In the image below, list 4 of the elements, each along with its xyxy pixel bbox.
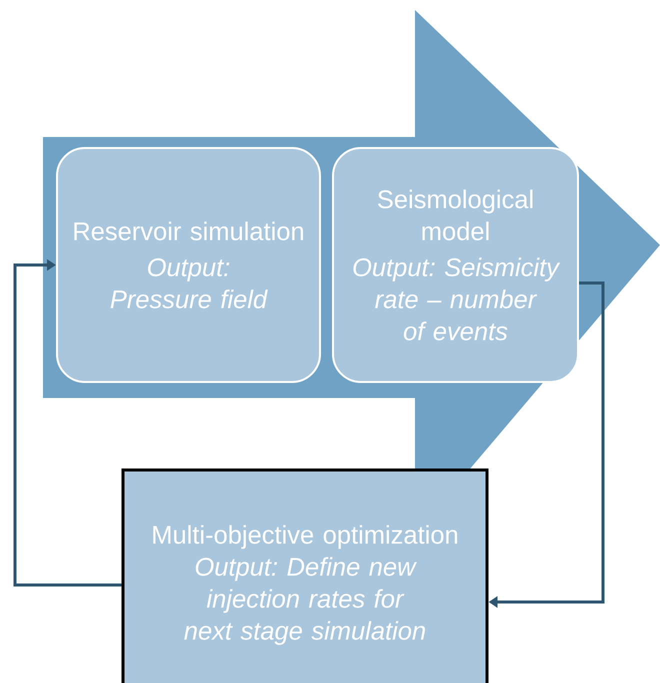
process-box: Seismological model Output: Seismicity rate – number of events <box>332 147 579 383</box>
arrow <box>14 259 122 586</box>
process-box: Reservoir simulation Output: Pressure field <box>56 147 321 383</box>
process-box: Multi-objective optimization Output: Define new injection rates for next stage simulation <box>122 468 488 683</box>
